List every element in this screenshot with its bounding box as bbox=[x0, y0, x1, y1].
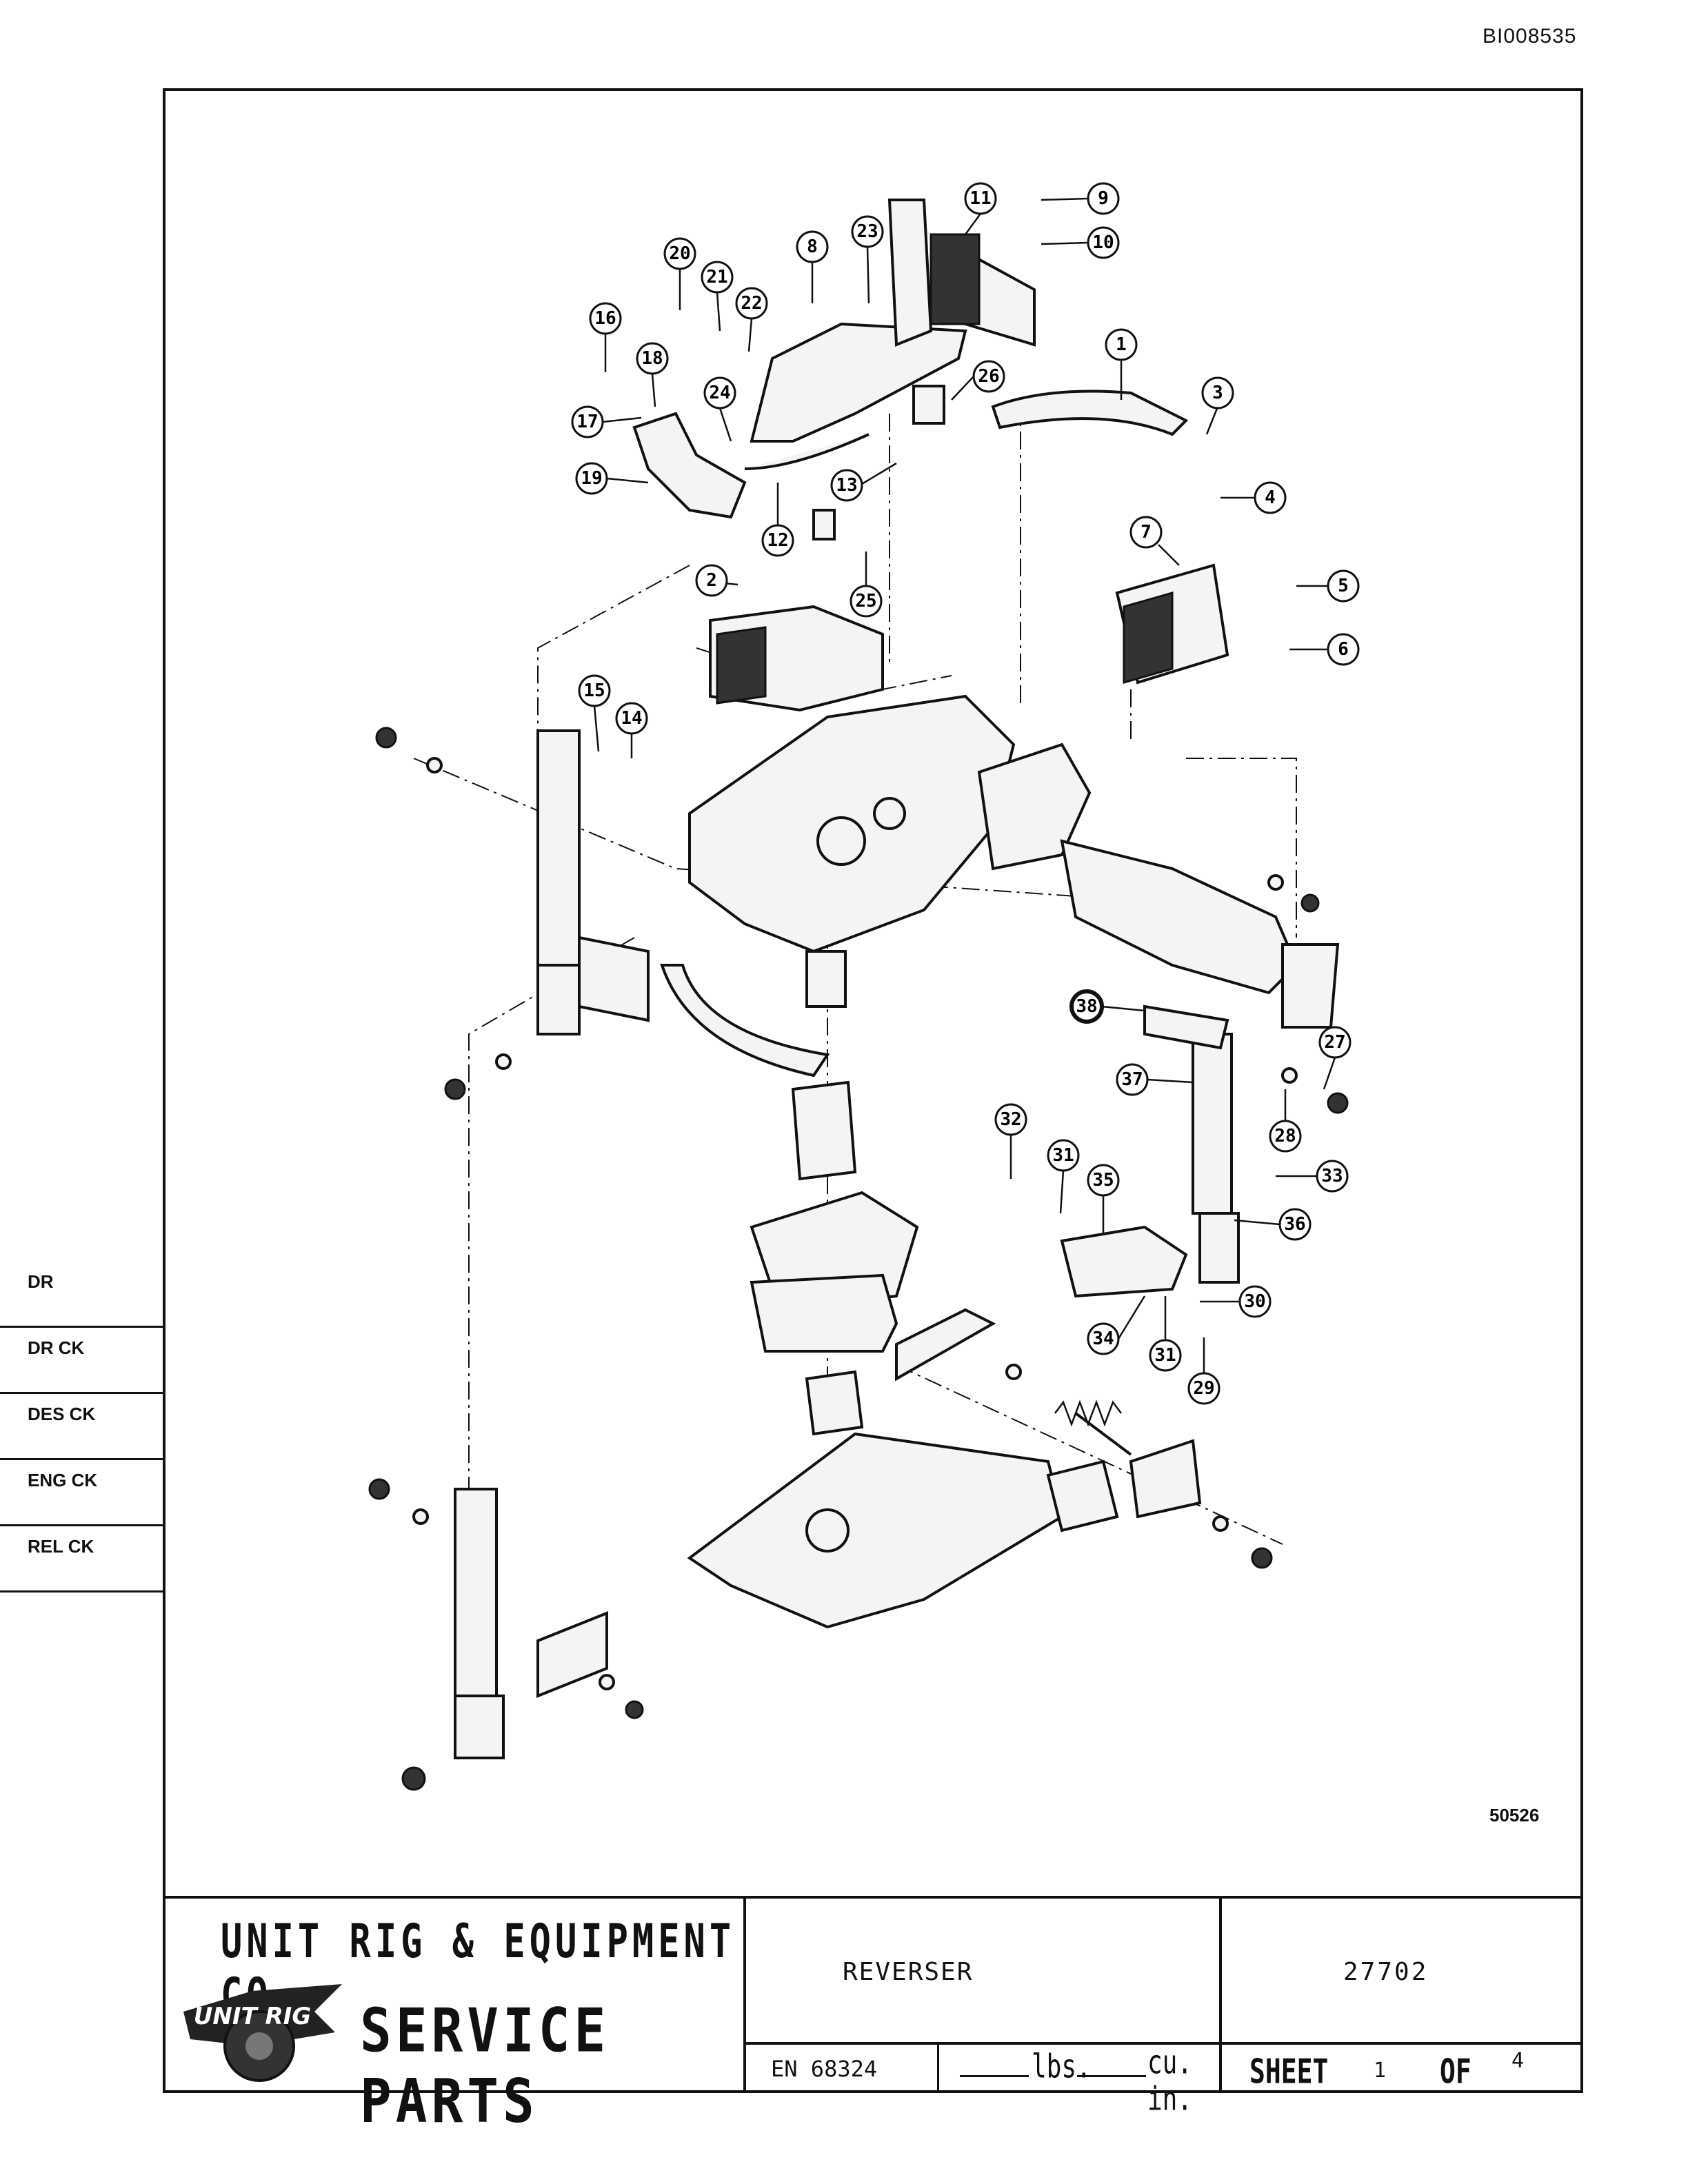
callout-38: 38 bbox=[1076, 996, 1097, 1017]
signoff-row-eng-ck: ENG CK bbox=[0, 1460, 163, 1526]
signoff-label: DR bbox=[28, 1271, 54, 1292]
part-number-cell: 27702 bbox=[1222, 1899, 1583, 2042]
drawing-title: REVERSER bbox=[843, 1958, 974, 1986]
unit-rig-logo-icon: UNIT RIG bbox=[183, 1984, 342, 2082]
of-label: OF bbox=[1440, 2052, 1471, 2092]
signoff-label: ENG CK bbox=[28, 1470, 98, 1490]
callout-19: 19 bbox=[581, 468, 602, 489]
weight-volume-cell: lbs. cu. in. bbox=[939, 2045, 1222, 2118]
callout-32: 32 bbox=[1000, 1109, 1021, 1130]
en-number: EN 68324 bbox=[771, 2056, 878, 2082]
exploded-parts-drawing: 1 2 3 4 5 6 7 8 9 10 11 12 13 14 15 16 1… bbox=[165, 91, 1580, 1897]
company-cell: UNIT RIG & EQUIPMENT CO. UNIT RIG SERVIC… bbox=[163, 1899, 746, 2136]
service-parts-heading: SERVICE PARTS bbox=[360, 1995, 610, 2136]
callout-3: 3 bbox=[1212, 383, 1223, 403]
sheet-label: SHEET bbox=[1249, 2052, 1329, 2092]
signoff-row-des-ck: DES CK bbox=[0, 1394, 163, 1460]
callout-31b: 31 bbox=[1154, 1345, 1176, 1366]
weight-blank bbox=[960, 2075, 1029, 2077]
callout-27: 27 bbox=[1324, 1032, 1345, 1053]
callout-5: 5 bbox=[1338, 576, 1349, 596]
callout-markers: 1 2 3 4 5 6 7 8 9 10 11 12 13 14 15 16 1… bbox=[571, 182, 1360, 1405]
sheet-cell: SHEET 1 OF 4 bbox=[1222, 2045, 1583, 2093]
callout-25: 25 bbox=[855, 591, 876, 611]
callout-24: 24 bbox=[709, 383, 730, 403]
fastener-hardware bbox=[368, 727, 1349, 1791]
callout-7: 7 bbox=[1141, 522, 1152, 543]
callout-10: 10 bbox=[1092, 232, 1114, 253]
sheet-total: 4 bbox=[1511, 2049, 1525, 2073]
logo-text: UNIT RIG bbox=[194, 2003, 311, 2030]
callout-22: 22 bbox=[741, 293, 762, 314]
volume-unit: cu. in. bbox=[1147, 2044, 1193, 2119]
callout-6: 6 bbox=[1338, 639, 1349, 660]
callout-26: 26 bbox=[978, 366, 999, 387]
solenoid-valves bbox=[709, 563, 1229, 712]
callout-33: 33 bbox=[1321, 1166, 1343, 1186]
en-cell: EN 68324 bbox=[746, 2045, 939, 2093]
callout-31: 31 bbox=[1052, 1145, 1074, 1166]
weight-unit: lbs. bbox=[1032, 2048, 1092, 2086]
title-block: UNIT RIG & EQUIPMENT CO. UNIT RIG SERVIC… bbox=[163, 1896, 1583, 2136]
signoff-row-rel-ck: REL CK bbox=[0, 1526, 163, 1593]
drawing-frame bbox=[163, 88, 1583, 2093]
volume-blank bbox=[1077, 2075, 1146, 2077]
callout-30: 30 bbox=[1244, 1291, 1265, 1312]
callout-1: 1 bbox=[1116, 334, 1127, 355]
signoff-label: DES CK bbox=[28, 1404, 96, 1424]
check-signoff-column: DR DR CK DES CK ENG CK REL CK bbox=[0, 1262, 163, 1593]
lower-left-post bbox=[454, 1488, 608, 1759]
signoff-label: REL CK bbox=[28, 1536, 94, 1557]
callout-12: 12 bbox=[767, 530, 788, 551]
callout-37: 37 bbox=[1121, 1069, 1143, 1090]
callout-18: 18 bbox=[641, 348, 663, 369]
sheet-number: 1 bbox=[1374, 2059, 1387, 2083]
callout-15: 15 bbox=[583, 680, 605, 701]
lower-valve-housing bbox=[687, 1412, 1202, 1629]
callout-11: 11 bbox=[969, 188, 991, 209]
upper-linkage-assembly bbox=[632, 199, 1189, 540]
title-block-bottom-row: EN 68324 lbs. cu. in. SHEET 1 OF 4 bbox=[746, 2042, 1583, 2118]
callout-9: 9 bbox=[1098, 188, 1109, 209]
callout-23: 23 bbox=[856, 221, 878, 242]
callout-35: 35 bbox=[1092, 1170, 1114, 1191]
center-coupling bbox=[750, 1080, 996, 1436]
callout-29: 29 bbox=[1193, 1378, 1214, 1399]
callout-20: 20 bbox=[669, 243, 690, 264]
callout-8: 8 bbox=[807, 236, 818, 257]
part-number: 27702 bbox=[1343, 1958, 1429, 1986]
drawing-title-cell: REVERSER bbox=[746, 1899, 1222, 2042]
callout-34: 34 bbox=[1092, 1328, 1114, 1349]
signoff-row-dr-ck: DR CK bbox=[0, 1328, 163, 1394]
callout-36: 36 bbox=[1284, 1214, 1305, 1235]
callout-17: 17 bbox=[576, 412, 598, 432]
callout-16: 16 bbox=[594, 308, 616, 329]
callout-2: 2 bbox=[706, 570, 717, 591]
upper-left-post bbox=[536, 729, 847, 1078]
right-post-assembly bbox=[1060, 1004, 1240, 1298]
callout-14: 14 bbox=[621, 708, 642, 729]
upper-valve-housing bbox=[688, 694, 1340, 1029]
callout-4: 4 bbox=[1265, 487, 1276, 508]
callout-13: 13 bbox=[836, 475, 857, 496]
callout-21: 21 bbox=[706, 267, 727, 287]
document-id: BI008535 bbox=[1483, 25, 1577, 48]
signoff-row-dr: DR bbox=[0, 1262, 163, 1328]
spring bbox=[1054, 1399, 1122, 1427]
signoff-label: DR CK bbox=[28, 1337, 85, 1358]
drawing-number: 50526 bbox=[1489, 1805, 1540, 1826]
callout-28: 28 bbox=[1274, 1126, 1296, 1146]
